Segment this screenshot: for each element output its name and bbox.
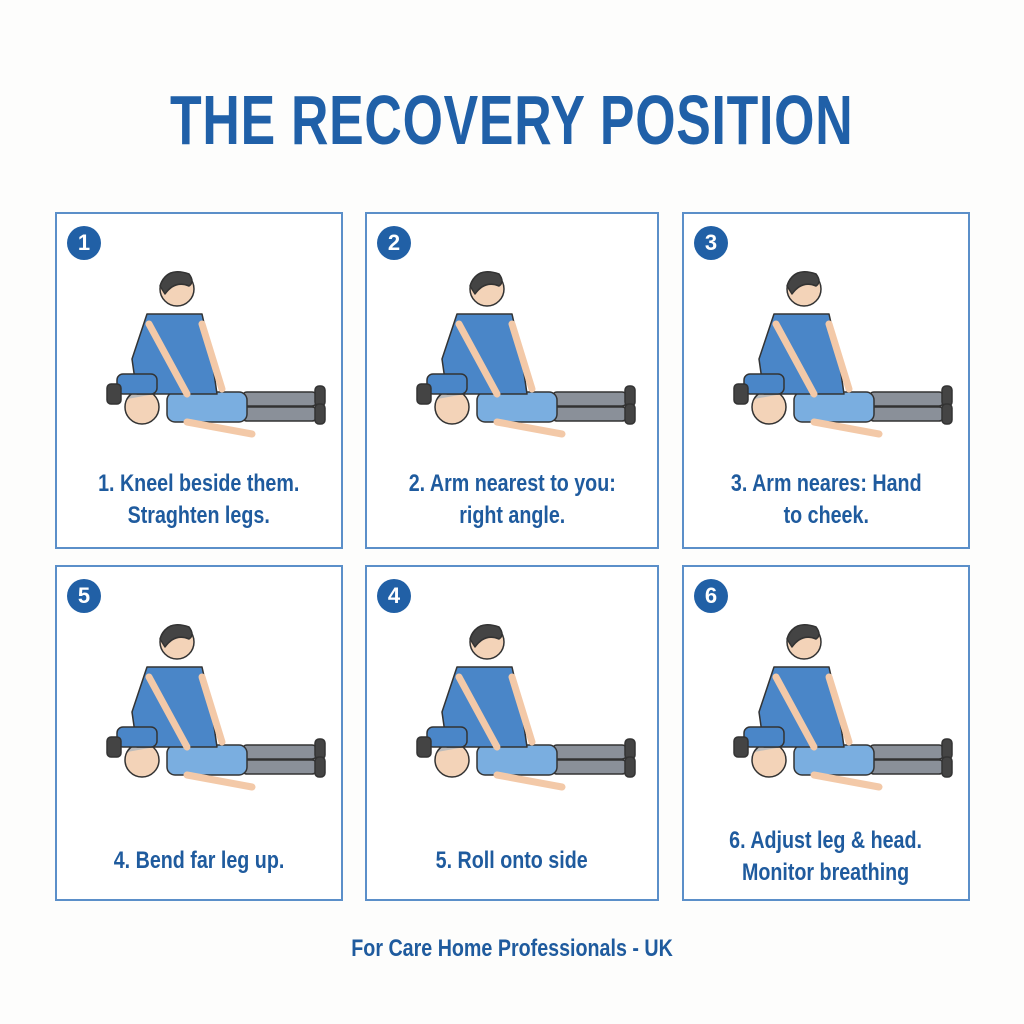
- step-caption: 4. Bend far leg up.: [113, 847, 285, 874]
- step-badge: 6: [694, 579, 728, 613]
- step-badge: 4: [377, 579, 411, 613]
- step-caption: 2. Arm nearest to you: right angle.: [408, 470, 616, 529]
- step-panel-1: 1 1. Kneel beside them. Straghten legs.: [55, 212, 343, 549]
- step-caption: 1. Kneel beside them. Straghten legs.: [98, 470, 300, 529]
- step-badge: 1: [67, 226, 101, 260]
- carer-and-patient-illustration: [106, 271, 326, 438]
- step-panel-6: 6 6. Adjust leg & head. Monitor breathin…: [682, 565, 970, 901]
- carer-and-patient-illustration: [416, 624, 636, 791]
- step-panel-3: 3 3. Arm neares: Hand to cheek.: [682, 212, 970, 549]
- step-panel-4: 5 4. Bend far leg up.: [55, 565, 343, 901]
- step-caption: 6. Adjust leg & head. Monitor breathing: [729, 827, 923, 886]
- step-badge: 3: [694, 226, 728, 260]
- step-caption: 5. Roll onto side: [436, 847, 588, 874]
- carer-and-patient-illustration: [106, 624, 326, 791]
- carer-and-patient-illustration: [733, 271, 953, 438]
- footer-text: For Care Home Professionals - UK: [351, 935, 673, 962]
- step-badge: 5: [67, 579, 101, 613]
- step-caption: 3. Arm neares: Hand to cheek.: [730, 470, 922, 529]
- page-title: THE RECOVERY POSITION: [170, 81, 854, 159]
- carer-and-patient-illustration: [416, 271, 636, 438]
- carer-and-patient-illustration: [733, 624, 953, 791]
- step-badge: 2: [377, 226, 411, 260]
- step-panel-5: 4 5. Roll onto side: [365, 565, 659, 901]
- step-panel-2: 2 2. Arm nearest to you: right angle.: [365, 212, 659, 549]
